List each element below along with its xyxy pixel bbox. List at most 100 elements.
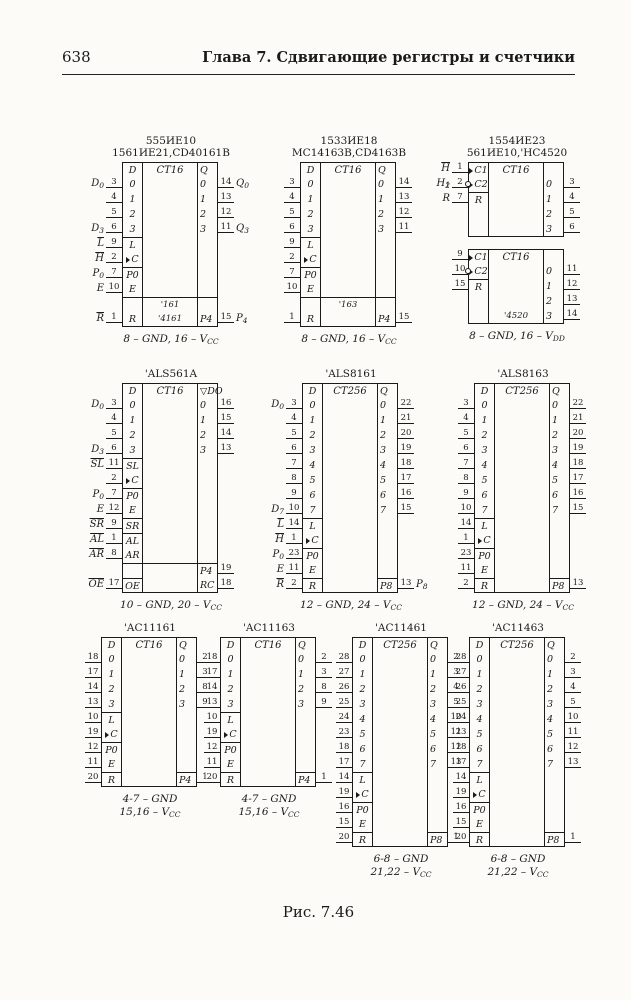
power-note: 8 – GND, 16 – VDD (468, 330, 566, 345)
part-number-label (495, 563, 549, 578)
input-label: 7 (352, 757, 373, 772)
pin-number: 27 (453, 667, 469, 678)
part-number-label: '163 (321, 297, 375, 312)
pin-number: 13 (204, 697, 220, 708)
output-label (375, 282, 396, 297)
output-label (427, 772, 448, 787)
input-label: E (302, 563, 323, 578)
output-label: 3 (176, 697, 197, 712)
pin-number: 15 (452, 279, 468, 290)
output-label (375, 237, 396, 252)
power-note: 8 – GND, 16 – VCC (300, 333, 398, 348)
pin-number: 28 (336, 652, 352, 663)
input-label: 7 (469, 757, 490, 772)
part-number-label (143, 503, 197, 518)
pin-number (398, 383, 414, 394)
input-label (468, 309, 489, 324)
input-label: C (352, 787, 373, 802)
pin-number (204, 637, 220, 648)
input-label: 5 (302, 473, 323, 488)
pin-number: 17 (106, 578, 122, 589)
output-label: 4 (427, 712, 448, 727)
page-header: 638 Глава 7. Сдвигающие регистры и счетч… (62, 48, 575, 66)
input-label: C1 (468, 162, 489, 177)
part-number-label (490, 667, 544, 682)
pin-number: 16 (453, 802, 469, 813)
input-label: R (122, 312, 143, 327)
clock-edge-icon (105, 731, 110, 738)
pin-number: 6 (284, 222, 300, 233)
input-label: R (468, 192, 489, 207)
part-number-label: '4161 (143, 312, 197, 327)
pin-number (452, 222, 468, 233)
input-label: E (352, 817, 373, 832)
pin-number: 23 (458, 548, 474, 559)
part-number-label (321, 192, 375, 207)
signal-label: L (97, 238, 104, 249)
signal-label: AL (90, 534, 104, 545)
input-label: D (300, 162, 321, 177)
pin-number: 16 (398, 488, 414, 499)
pin-number (565, 817, 581, 828)
input-label: 0 (469, 652, 490, 667)
pin-number: 6 (106, 222, 122, 233)
pin-number (218, 162, 234, 173)
part-number-label (321, 267, 375, 282)
signal-label: SR (89, 519, 104, 530)
part-number-label (373, 742, 427, 757)
pin-number (565, 802, 581, 813)
output-label: 7 (549, 503, 570, 518)
input-label: L (122, 237, 143, 252)
part-number-label (143, 267, 197, 282)
signal-label: D0 (91, 399, 104, 411)
pin-number (218, 503, 234, 514)
pin-number (565, 772, 581, 783)
pin-number: 9 (458, 488, 474, 499)
input-label: E (220, 757, 241, 772)
pin-number: 3 (106, 398, 122, 409)
output-label: 6 (549, 488, 570, 503)
output-label: P8 (427, 832, 448, 847)
pin-number: 6 (458, 443, 474, 454)
output-label: 1 (377, 413, 398, 428)
signal-label: Q3 (236, 223, 249, 235)
input-label: P0 (220, 742, 241, 757)
signal-label: D3 (91, 223, 104, 235)
part-number-label (495, 398, 549, 413)
input-label: L (300, 237, 321, 252)
output-label: Q (375, 162, 396, 177)
part-number-label (323, 563, 377, 578)
pin-number (398, 563, 414, 574)
input-label: P0 (300, 267, 321, 282)
input-label: 2 (302, 428, 323, 443)
part-number-label: '4520 (489, 309, 543, 324)
output-label: Q (197, 162, 218, 177)
output-label: Q (549, 383, 570, 398)
part-number-label (323, 503, 377, 518)
pin-number: 14 (218, 428, 234, 439)
input-label: E (101, 757, 122, 772)
power-note: 8 – GND, 16 – VCC (122, 333, 220, 348)
part-number-label (489, 294, 543, 309)
pin-number: 14 (564, 309, 580, 320)
pin-number: 5 (286, 428, 302, 439)
pin-number: 26 (336, 682, 352, 693)
input-label: 7 (302, 503, 323, 518)
